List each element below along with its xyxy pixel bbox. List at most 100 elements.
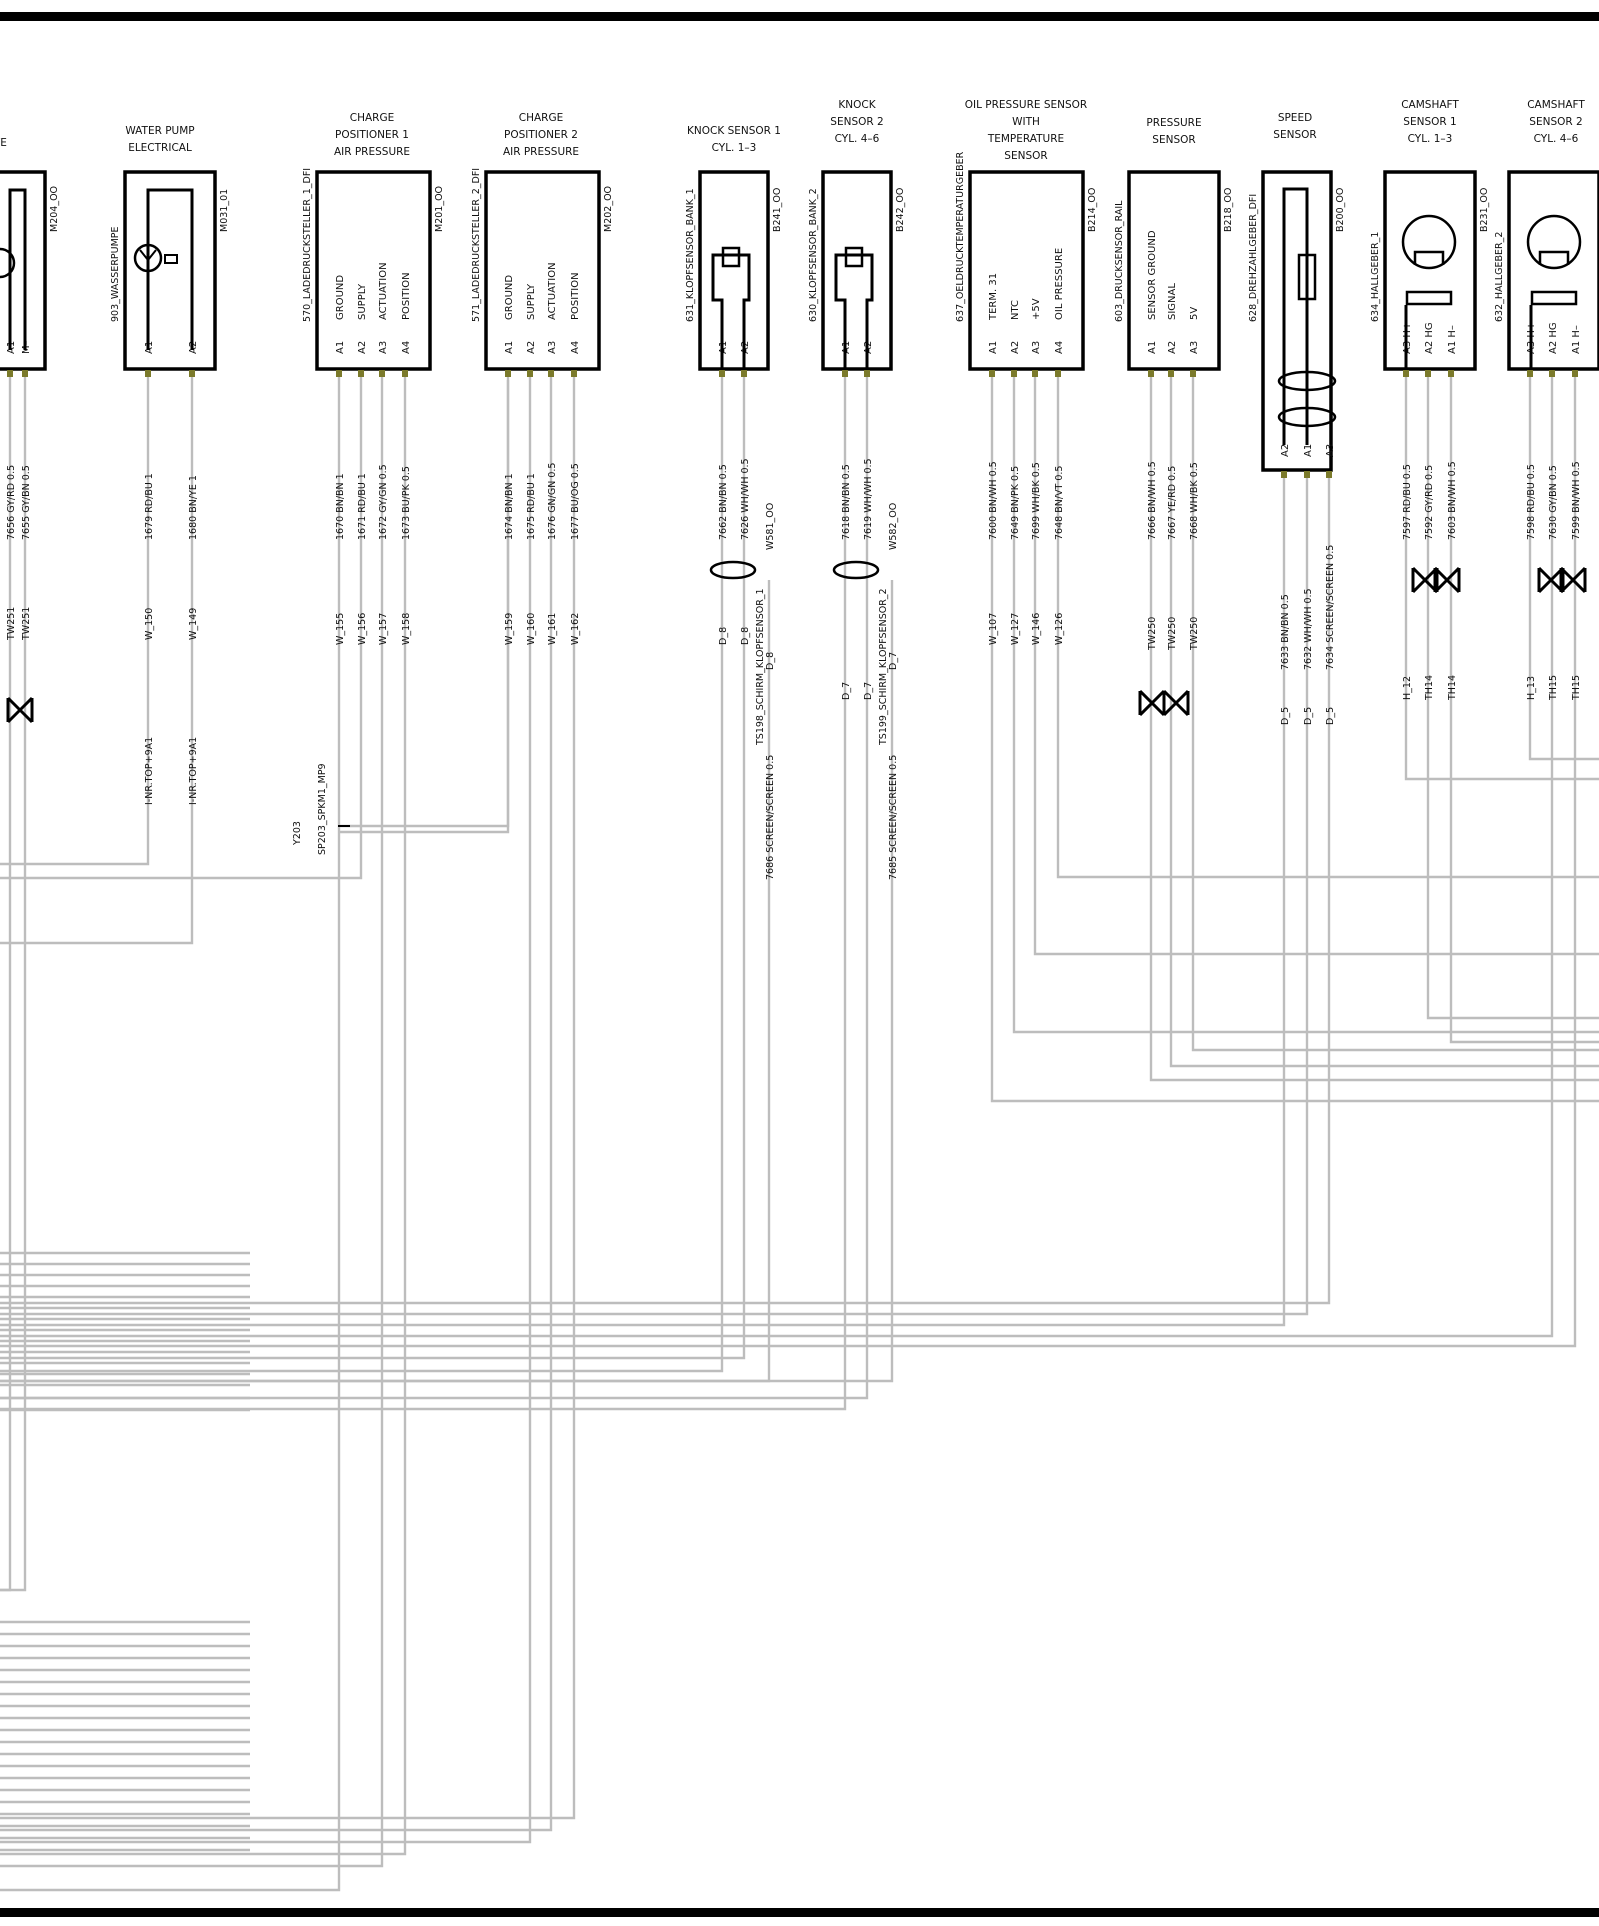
wires-valve	[0, 369, 27, 1592]
wire-code: 1677 BU/OG 0.5	[570, 463, 581, 540]
wire-code: 7619 WH/WH 0.5	[863, 458, 874, 540]
shield-wire: 7686 SCREEN/SCREEN 0.5	[765, 755, 776, 880]
knock-sensor-1-symbol	[711, 253, 751, 370]
connector-label: TW250	[1189, 617, 1200, 651]
pin-label: A2	[1280, 444, 1291, 457]
pin-terminal	[842, 370, 848, 377]
wire-code: 1670 BN/BN 1	[335, 473, 346, 540]
wire-code: 7599 BN/WH 0.5	[1571, 461, 1582, 540]
component-oil-pressure-sensor: OIL PRESSURE SENSORWITHTEMPERATURESENSOR…	[955, 99, 1098, 645]
pin-terminal	[145, 370, 151, 377]
shield-connector: D_7	[888, 652, 899, 670]
wires-speed-sensor	[0, 470, 1331, 1327]
shield-splice: TS198_SCHIRM_KLOPFSENSOR_1	[755, 588, 766, 746]
component-ref-left: 632_HALLGEBER_2	[1494, 232, 1505, 322]
pin-label: A3	[1031, 341, 1042, 354]
component-title: SENSOR 2	[830, 116, 883, 128]
wire-camshaft-sensor-1-1	[1426, 369, 1599, 1020]
component-title: VE	[0, 137, 7, 149]
wire-code: 7626 WH/WH 0.5	[740, 458, 751, 540]
wire-camshaft-sensor-2-0	[1528, 369, 1599, 761]
pin-terminal	[505, 370, 511, 377]
component-title: ELECTRICAL	[128, 142, 192, 154]
pin-terminal	[1011, 370, 1017, 377]
component-box	[1383, 170, 1477, 371]
component-title: SPEED	[1278, 112, 1312, 124]
pin-terminal	[1055, 370, 1061, 377]
wire-charge-positioner-2-0	[340, 369, 510, 834]
wire-code: 7662 BN/BN 0.5	[718, 464, 729, 540]
pin-terminal	[1304, 471, 1310, 478]
wire-valve-0	[0, 369, 12, 1592]
component-box	[821, 170, 893, 371]
pin-function: SUPPLY	[526, 283, 537, 320]
pin-terminal	[527, 370, 533, 377]
pin-terminal	[571, 370, 577, 377]
wire-code: 7648 BN/VT 0.5	[1054, 466, 1065, 540]
pin-terminal	[402, 370, 408, 377]
pin-function: TERM. 31	[988, 273, 999, 321]
wire-code: 7667 YE/RD 0.5	[1167, 466, 1178, 540]
component-box	[698, 170, 770, 371]
pin-terminal	[1425, 370, 1431, 377]
component-ref-left: 570_LADEDRUCKSTELLER_1_DFI	[302, 168, 313, 322]
wires-camshaft-sensor-1	[1404, 369, 1599, 1044]
shield-connector: D_8	[765, 652, 776, 670]
pin-label: A1	[504, 341, 515, 354]
component-box	[1261, 170, 1333, 472]
pin-label: A2	[357, 341, 368, 354]
pin-label: A2	[1167, 341, 1178, 354]
pin-label: A2	[526, 341, 537, 354]
component-title: CAMSHAFT	[1401, 99, 1459, 111]
wire-code: 1671 RD/BU 1	[357, 473, 368, 540]
pin-label: A4	[1054, 341, 1065, 354]
pin-label: A2 HG	[1424, 322, 1435, 354]
wire-knock-sensor-2-0	[0, 369, 847, 1411]
twist-symbol	[1411, 566, 1439, 594]
wires-camshaft-sensor-2	[0, 369, 1599, 1348]
component-title: SENSOR	[1152, 134, 1195, 146]
pin-label: A1 H–	[1571, 325, 1582, 354]
pin-terminal	[7, 370, 13, 377]
wire-water-pump-0	[0, 369, 150, 866]
connector-label: TH14	[1447, 675, 1458, 701]
pin-function: OIL PRESSURE	[1054, 248, 1065, 320]
wire-code: 1674 BN/BN 1	[504, 473, 515, 540]
wire-code: 7634 SCREEN/SCREEN 0.5	[1325, 545, 1336, 670]
component-ref-right: M204_OO	[49, 186, 60, 232]
pin-function: SUPPLY	[357, 283, 368, 320]
wire-knock-sensor-1-1	[0, 369, 746, 1360]
pin-terminal	[1032, 370, 1038, 377]
wire-oil-pressure-sensor-3	[1056, 369, 1599, 879]
component-title: SENSOR 2	[1529, 116, 1582, 128]
wire-charge-positioner-1-1	[0, 369, 363, 880]
connector-label: D_8	[718, 627, 729, 645]
component-box	[0, 170, 47, 371]
pin-terminal	[989, 370, 995, 377]
wire-code: 7592 GY/RD 0.5	[1424, 465, 1435, 540]
wire-pressure-sensor-0	[1149, 369, 1599, 1082]
component-ref-right: M031_01	[219, 189, 230, 232]
wire-code: 1676 GN/GN 0.5	[547, 463, 558, 540]
component-ref-left: 628_DREHZAHLGEBER_DFI	[1248, 194, 1259, 322]
pin-function: SIGNAL	[1167, 283, 1178, 320]
component-ref-left: 631_KLOPFSENSOR_BANK_1	[685, 188, 696, 322]
component-box	[123, 170, 217, 371]
splice-id: Y203	[292, 821, 303, 846]
wire-water-pump-1	[0, 369, 194, 945]
component-title: PRESSURE	[1146, 117, 1201, 129]
pin-terminal	[1326, 471, 1332, 478]
connector-label: TW250	[1147, 617, 1158, 651]
connector-label: D_7	[863, 682, 874, 700]
component-water-pump: WATER PUMPELECTRICAL903_WASSERPUMPEM031_…	[110, 125, 230, 805]
wire-code: 7600 BN/WH 0.5	[988, 461, 999, 540]
wire-code: 7666 BN/WH 0.5	[1147, 461, 1158, 540]
connector-label: TH14	[1424, 675, 1435, 701]
wire-code: 7630 GY/BN 0.5	[1548, 465, 1559, 540]
wire-code: 7655 GY/BN 0.5	[21, 465, 32, 540]
connector-label: W_150	[144, 608, 155, 640]
